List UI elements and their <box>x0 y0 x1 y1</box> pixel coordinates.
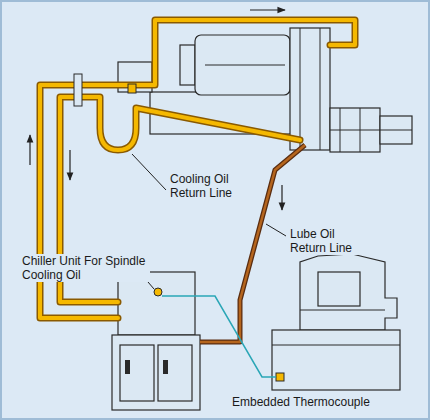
chiller-unit <box>125 360 130 374</box>
spindle-head <box>195 35 290 95</box>
flow-arrow <box>29 135 30 165</box>
chiller-unit <box>112 272 200 410</box>
machine-tool <box>272 254 400 390</box>
chiller-unit <box>120 345 154 401</box>
leader-line <box>132 154 166 190</box>
spindle-head <box>290 28 330 150</box>
pipe-coupling <box>74 74 82 106</box>
callout-label: Lube Oil Return Line <box>288 227 370 255</box>
spindle-head <box>320 28 321 150</box>
machine-tool <box>272 345 400 346</box>
spindle-head <box>205 65 285 66</box>
leader-line <box>148 282 154 289</box>
thermocouple-wire <box>162 296 276 377</box>
leader-line <box>132 154 286 289</box>
callout-label: Chiller Unit For Spindle Cooling Oil <box>20 254 150 282</box>
flow-arrow <box>69 150 70 180</box>
spindle-head <box>300 28 301 150</box>
flow-arrow <box>30 10 285 210</box>
chiller-unit <box>163 360 168 374</box>
chiller-unit <box>112 335 200 410</box>
spindle-head <box>180 45 195 85</box>
flow-arrow <box>281 185 282 210</box>
machine-tool <box>318 272 360 306</box>
machine-tool <box>272 330 400 390</box>
callout-label: Embedded Thermocouple <box>230 395 404 409</box>
sensor <box>128 84 136 93</box>
leader-line <box>266 224 286 236</box>
spindle-head <box>330 130 412 131</box>
chiller-unit <box>158 345 192 401</box>
machine-tool <box>300 310 385 311</box>
chiller-unit <box>154 288 162 296</box>
callout-label: Cooling Oil Return Line <box>168 172 254 200</box>
machine-tool <box>276 373 284 381</box>
machine-tool <box>300 254 397 330</box>
flow-arrow <box>250 9 285 10</box>
